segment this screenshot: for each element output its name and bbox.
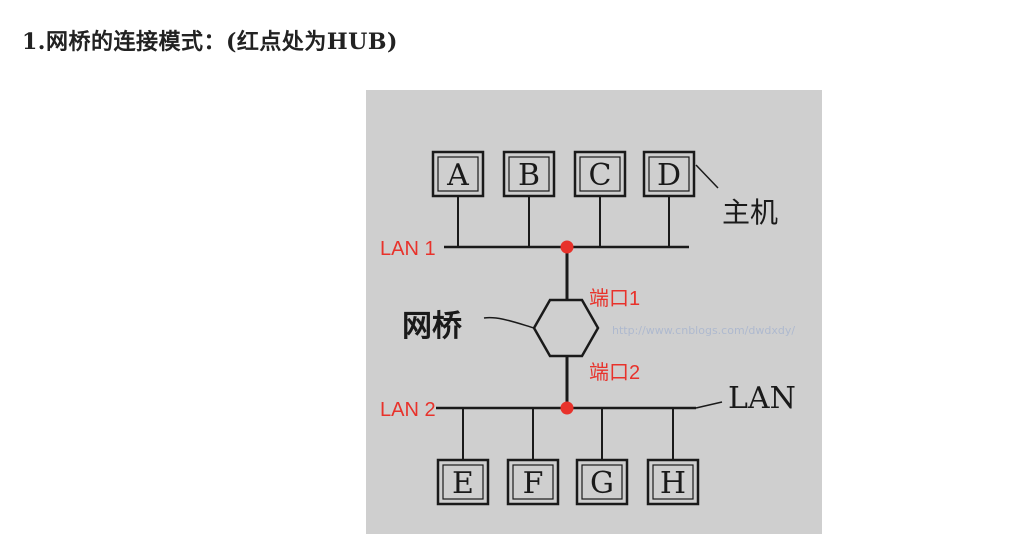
top-host-c-label: C bbox=[589, 158, 612, 193]
watermark-text: http://www.cnblogs.com/dwdxdy/ bbox=[612, 324, 795, 337]
lan1-annotation: LAN 1 bbox=[380, 238, 436, 260]
top-host-d-label: D bbox=[657, 158, 681, 193]
port2-annotation: 端口2 bbox=[589, 361, 640, 384]
bottom-host-h: H bbox=[646, 458, 700, 506]
top-host-a-label: A bbox=[446, 158, 469, 193]
hub-dot-lan2 bbox=[560, 401, 574, 415]
host-pointer-line bbox=[695, 164, 719, 189]
bottom-host-g: G bbox=[575, 458, 629, 506]
bottom-host-g-label: G bbox=[590, 466, 614, 501]
hub-dot-lan1 bbox=[560, 240, 574, 254]
lan-pointer-line bbox=[695, 401, 723, 409]
top-host-d: D bbox=[642, 150, 696, 198]
bottom-host-h-label: H bbox=[660, 466, 686, 501]
bridge-pointer-line bbox=[483, 316, 535, 329]
bottom-host-e: E bbox=[436, 458, 490, 506]
bridge-label: 网桥 bbox=[402, 309, 462, 344]
host-label: 主机 bbox=[722, 196, 778, 229]
lan-label: LAN bbox=[728, 381, 796, 416]
bridge-diagram: A B C D 主机 网桥 bbox=[366, 90, 822, 534]
bottom-host-e-label: E bbox=[452, 466, 474, 501]
bottom-host-f: F bbox=[506, 458, 560, 506]
top-host-b: B bbox=[502, 150, 556, 198]
port1-annotation: 端口1 bbox=[589, 287, 640, 310]
top-host-c: C bbox=[573, 150, 627, 198]
bottom-host-f-label: F bbox=[523, 466, 544, 501]
top-host-b-label: B bbox=[518, 158, 540, 193]
page-heading: 1.网桥的连接模式：(红点处为HUB) bbox=[22, 29, 398, 55]
top-host-a: A bbox=[431, 150, 485, 198]
lan2-annotation: LAN 2 bbox=[380, 399, 436, 421]
